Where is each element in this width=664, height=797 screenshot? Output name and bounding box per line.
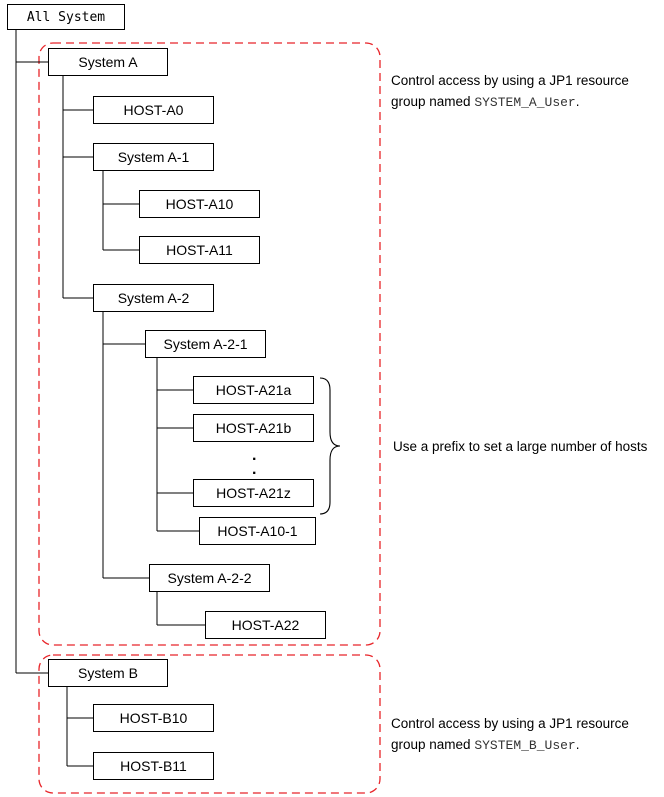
host-a10-node: HOST-A10 <box>139 190 260 218</box>
system-a-2-1-node: System A-2-1 <box>145 330 266 358</box>
host-a10-1-node: HOST-A10-1 <box>199 517 316 545</box>
system-b-note-line1: Control access by using a JP1 resource <box>391 716 629 731</box>
system-b-access-note: Control access by using a JP1 resource g… <box>391 713 629 756</box>
ellipsis-dot: . <box>252 461 257 478</box>
prefix-note: Use a prefix to set a large number of ho… <box>393 439 648 454</box>
host-b10-node: HOST-B10 <box>93 704 214 732</box>
system-a-note-line1: Control access by using a JP1 resource <box>391 73 629 88</box>
system-b-group-name: SYSTEM_B_User <box>474 738 576 753</box>
host-b11-node: HOST-B11 <box>93 752 214 780</box>
system-a-2-2-node: System A-2-2 <box>149 564 270 592</box>
all-system-node: All System <box>7 4 125 30</box>
system-a-access-note: Control access by using a JP1 resource g… <box>391 70 629 113</box>
host-a21z-node: HOST-A21z <box>193 479 314 507</box>
system-b-group-boundary <box>38 654 381 794</box>
host-a22-node: HOST-A22 <box>205 611 326 639</box>
host-a21b-node: HOST-A21b <box>193 414 314 442</box>
system-a-group-boundary <box>38 42 381 646</box>
ellipsis-dot: . <box>252 447 257 464</box>
system-a-1-node: System A-1 <box>93 143 214 171</box>
host-a0-node: HOST-A0 <box>93 96 214 124</box>
system-a-2-node: System A-2 <box>93 284 214 312</box>
host-a11-node: HOST-A11 <box>139 236 260 264</box>
prefix-brace <box>319 377 341 515</box>
host-a21a-node: HOST-A21a <box>193 376 314 404</box>
system-b-note-line2: group named SYSTEM_B_User. <box>391 737 580 753</box>
system-a-note-line2: group named SYSTEM_A_User. <box>391 94 580 110</box>
system-a-node: System A <box>48 48 168 76</box>
system-b-node: System B <box>48 659 168 687</box>
system-a-group-name: SYSTEM_A_User <box>474 95 576 110</box>
